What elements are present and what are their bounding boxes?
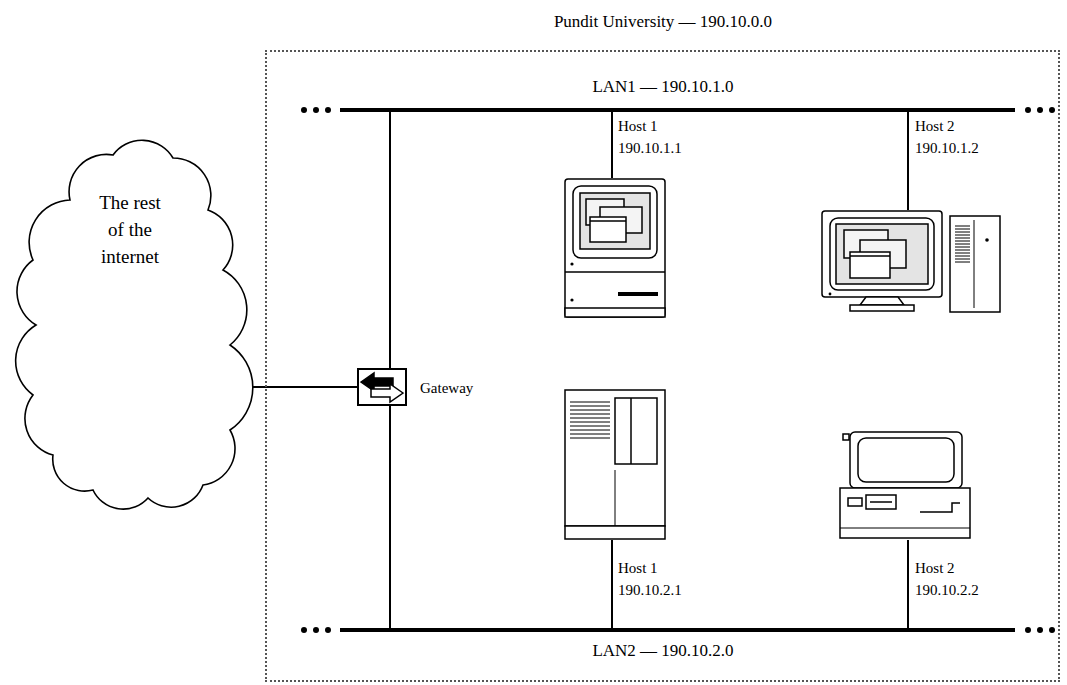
power-light	[985, 238, 989, 242]
window	[590, 217, 626, 242]
front-seam	[615, 470, 616, 526]
pc-light	[843, 434, 849, 440]
host-computer: Host 1190.10.2.1	[563, 388, 667, 540]
monitor-screen	[836, 224, 928, 284]
server-vents	[570, 402, 610, 438]
mac-screen	[580, 193, 650, 249]
lan-cable	[340, 628, 1015, 632]
mac-bezel	[573, 186, 657, 258]
pc-screen	[858, 438, 954, 482]
dot	[1037, 107, 1043, 113]
tower-case	[950, 216, 1000, 312]
pc-drive	[866, 495, 896, 509]
tower-vents	[955, 226, 970, 262]
lan-cable	[340, 108, 1015, 112]
network-wire	[611, 540, 613, 628]
dot	[325, 627, 331, 633]
pc-slot	[920, 503, 960, 512]
pc-base	[840, 488, 970, 538]
host-computer: Host 1190.10.1.1	[563, 178, 667, 318]
server-case	[565, 390, 665, 526]
dot	[301, 107, 307, 113]
pc-button	[848, 498, 862, 506]
monitor-base	[850, 305, 914, 311]
dot	[313, 627, 319, 633]
network-region: Pundit University — 190.10.0.0LAN1 — 190…	[265, 50, 1060, 682]
ip-address: 190.10.2.2	[915, 581, 979, 599]
drive-panel	[615, 398, 657, 464]
network-wire	[907, 112, 909, 210]
region-title: Pundit University — 190.10.0.0	[554, 12, 772, 32]
ip-address: 190.10.2.1	[618, 581, 682, 599]
pc-monitor	[850, 432, 962, 488]
mac-foot	[565, 308, 665, 317]
mac-seam	[565, 271, 665, 273]
pc-drive-slot	[870, 501, 892, 503]
lan-label: LAN1 — 190.10.1.0	[592, 77, 733, 97]
host-computer: Host 2190.10.1.2	[820, 210, 1002, 314]
monitor-bezel	[830, 218, 934, 290]
pc-foot-line	[840, 528, 970, 529]
lan-label: LAN2 — 190.10.2.0	[592, 641, 733, 661]
gateway-box: Gateway	[357, 368, 407, 406]
pc-icon	[840, 432, 970, 538]
network-wire	[611, 112, 613, 178]
monitor-case	[822, 211, 942, 297]
window-bar	[590, 220, 626, 222]
floppy-slot	[618, 292, 658, 296]
logo-dot	[570, 262, 573, 265]
host-name: Host 1	[618, 117, 658, 135]
tower-seam	[974, 220, 975, 308]
gateway-label: Gateway	[420, 379, 473, 397]
lan-bus: LAN2 — 190.10.2.0	[340, 628, 1015, 664]
window	[850, 252, 890, 278]
ellipsis-dots	[301, 107, 1055, 633]
host-computer: Host 2190.10.2.2	[838, 430, 972, 540]
compact-mac-icon	[565, 179, 665, 317]
gateway-symbol	[361, 373, 403, 402]
dot	[1049, 107, 1055, 113]
host-name: Host 1	[618, 559, 658, 577]
dot	[1037, 627, 1043, 633]
server-tower-icon	[565, 390, 665, 539]
dot	[313, 107, 319, 113]
ip-address: 190.10.1.2	[915, 139, 979, 157]
right-arrow	[371, 384, 403, 402]
dot	[1025, 627, 1031, 633]
network-wire	[389, 112, 391, 368]
cloud-outline	[8, 130, 253, 520]
network-wire	[389, 406, 391, 628]
internet-cloud: The rest of the internet	[8, 130, 253, 520]
dot	[325, 107, 331, 113]
desktop-computer-icon	[822, 211, 1000, 312]
logo-dot	[570, 298, 573, 301]
server-base	[565, 526, 665, 539]
dot	[1049, 627, 1055, 633]
network-wire	[253, 386, 357, 388]
host-name: Host 2	[915, 117, 955, 135]
dot	[301, 627, 307, 633]
window-bar	[850, 255, 890, 257]
drive-divider	[630, 398, 632, 464]
logo-dot	[829, 293, 832, 296]
cloud-label: The rest of the internet	[94, 189, 166, 270]
ip-address: 190.10.1.1	[618, 139, 682, 157]
monitor-stand	[860, 297, 904, 305]
cloud-shape	[16, 140, 253, 509]
host-name: Host 2	[915, 559, 955, 577]
lan-bus: LAN1 — 190.10.1.0	[340, 76, 1015, 112]
dot	[1025, 107, 1031, 113]
mac-case	[565, 179, 665, 317]
network-wire	[907, 540, 909, 628]
